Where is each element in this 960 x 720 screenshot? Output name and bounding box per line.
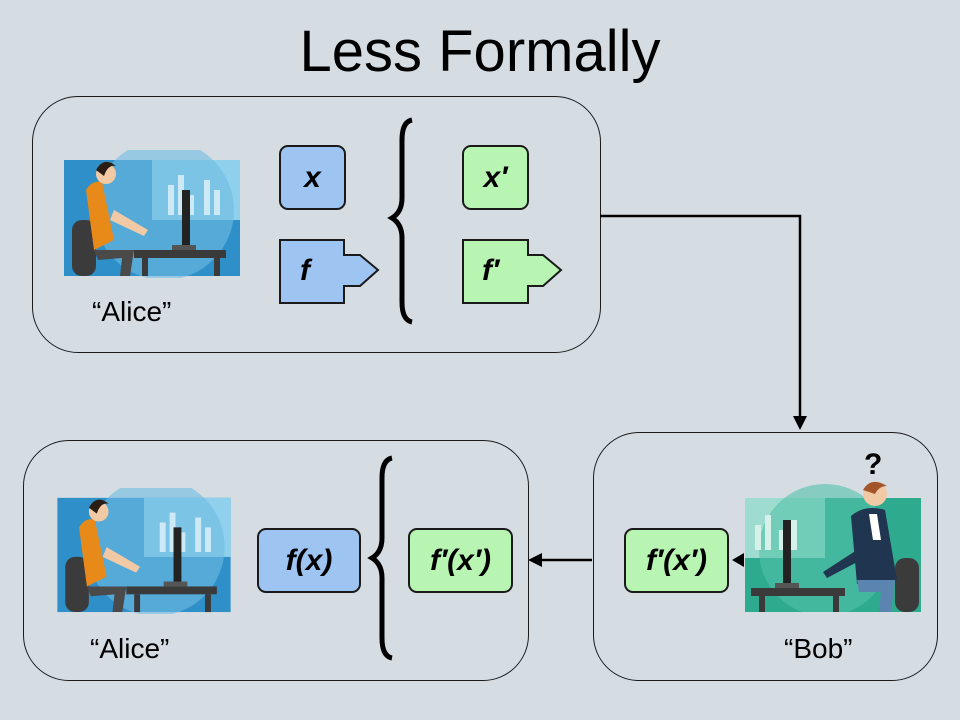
send-to-bob-connector (600, 214, 802, 418)
input-x-prime-box: x′ (462, 145, 529, 210)
result-fx-box: f(x) (257, 528, 361, 593)
input-x-box: x (279, 145, 346, 210)
bob-caption: “Bob” (784, 633, 853, 664)
bob-computed-box: f′(x′) (624, 528, 729, 593)
return-to-alice-arrowhead (528, 553, 542, 567)
function-f-label: f (300, 254, 310, 287)
bob-computer-illustration (745, 481, 921, 612)
result-fx-label: f(x) (285, 543, 333, 577)
alice-top-caption: “Alice” (92, 296, 172, 327)
encrypted-result-label: f′(x′) (429, 543, 492, 577)
bob-computed-label: f′(x′) (645, 543, 708, 577)
function-f-prime-label: f′ (482, 254, 500, 287)
input-x-prime-label: x′ (483, 160, 508, 194)
send-to-bob-arrowhead (793, 416, 807, 430)
bob-question-mark: ? (864, 448, 883, 481)
alice-computer-illustration-2 (57, 488, 231, 614)
alice-bottom-caption: “Alice” (90, 633, 170, 664)
encrypted-result-box: f′(x′) (408, 528, 513, 593)
input-x-label: x (304, 160, 321, 194)
alice-computer-illustration (64, 150, 240, 278)
slide-title: Less Formally (299, 19, 661, 84)
